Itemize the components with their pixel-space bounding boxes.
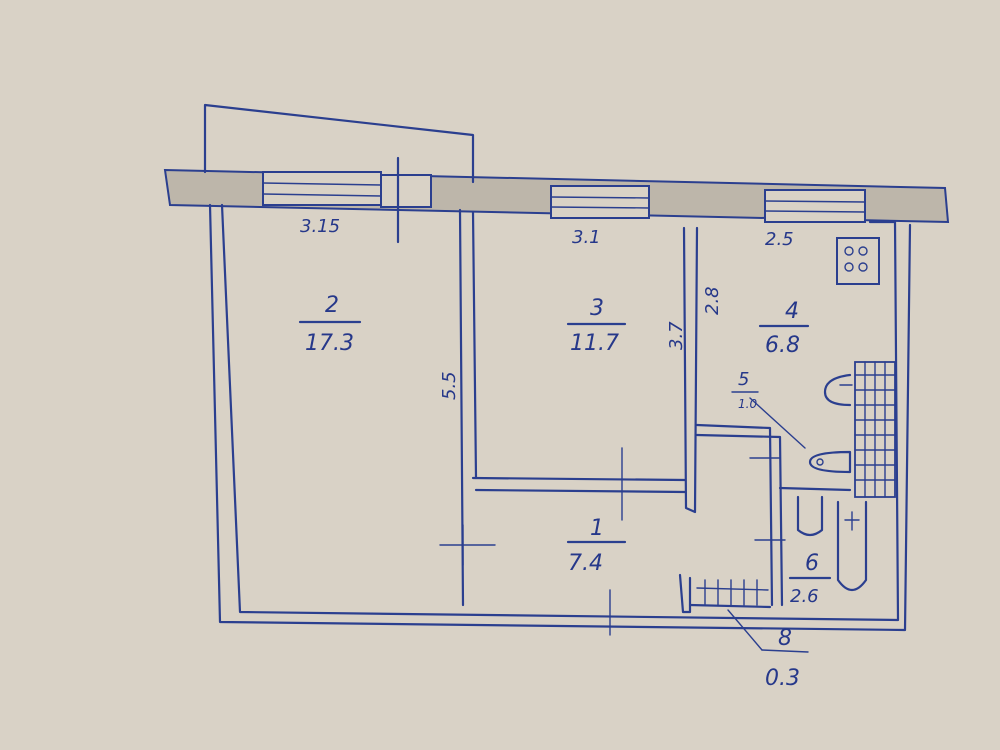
room-8-number: 8 [778, 626, 792, 651]
interior-walls [439, 208, 852, 636]
bathroom-sink-icon [796, 495, 824, 537]
leader-line-8 [727, 609, 763, 651]
dim-room3-depth: 3.7 [666, 321, 687, 350]
room-3-number: 3 [590, 296, 604, 321]
room-2-area: 17.3 [305, 331, 354, 356]
room-1-number: 1 [590, 516, 604, 541]
exterior-wall [163, 156, 950, 244]
room-2-number: 2 [325, 293, 339, 318]
dim-room4-depth: 2.8 [702, 286, 723, 315]
room-5-number: 5 [738, 369, 749, 390]
leader-line-8b [761, 649, 809, 653]
room-6-number: 6 [805, 551, 819, 576]
leader-line-5 [749, 397, 806, 449]
bathtub-icon [836, 500, 868, 592]
kitchen-sink-icon [823, 373, 853, 407]
tile-grid [854, 361, 896, 498]
dim-room2-depth: 5.5 [439, 371, 460, 400]
room-6-area: 2.6 [790, 586, 819, 607]
toilet-icon [808, 450, 852, 474]
stove-icon [836, 237, 880, 285]
room-3-area: 11.7 [570, 331, 619, 356]
dim-room4-width: 2.5 [765, 229, 794, 250]
outer-walls [208, 203, 912, 632]
room-1-area: 7.4 [568, 551, 603, 576]
room-4-area: 6.8 [765, 333, 800, 358]
entry-hatching [696, 579, 769, 606]
room-5-area: 1.0 [738, 397, 757, 411]
dim-room2-width: 3.15 [300, 216, 340, 237]
dim-room3-width: 3.1 [572, 227, 601, 248]
balcony-outline [203, 103, 475, 184]
room-4-number: 4 [785, 299, 799, 324]
room-8-area: 0.3 [765, 666, 800, 691]
